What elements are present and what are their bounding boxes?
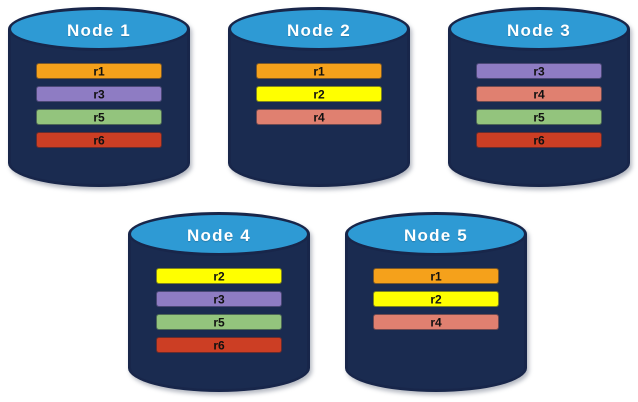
node-5-cylinder-body	[345, 234, 527, 392]
node-1-replica-list: r1 r3 r5 r6	[36, 63, 162, 148]
node-3-cylinder-body	[448, 29, 630, 187]
node-2-replica-r4[interactable]: r4	[256, 109, 382, 125]
node-3-replica-r5-label: r5	[533, 110, 545, 125]
node-3-cylinder-top: Node 3	[448, 7, 630, 51]
node-2-replica-r2-label: r2	[313, 87, 325, 102]
node-4-cylinder-body	[128, 234, 310, 392]
node-1-replica-r3[interactable]: r3	[36, 86, 162, 102]
node-1-label: Node 1	[67, 20, 131, 40]
node-3-cylinder: Node 3	[448, 7, 630, 187]
node-4-replica-r2[interactable]: r2	[156, 268, 282, 284]
node-2-replica-list: r1 r2 r4	[256, 63, 382, 125]
node-5-cylinder-top: Node 5	[345, 212, 527, 256]
node-5-replica-r1-label: r1	[430, 269, 442, 284]
node-1-replica-r5-label: r5	[93, 110, 105, 125]
node-2-cylinder-body	[228, 29, 410, 187]
node-1-replica-r1[interactable]: r1	[36, 63, 162, 79]
node-3-replica-r4[interactable]: r4	[476, 86, 602, 102]
node-1-replica-r5[interactable]: r5	[36, 109, 162, 125]
node-1-cylinder: Node 1	[8, 7, 190, 187]
node-1-cylinder-body	[8, 29, 190, 187]
node-2-replica-r1-label: r1	[313, 64, 325, 79]
node-2-replica-r2[interactable]: r2	[256, 86, 382, 102]
node-1[interactable]: Node 1 r1 r3 r5 r6	[8, 7, 190, 187]
node-3[interactable]: Node 3 r3 r4 r5 r6	[448, 7, 630, 187]
node-2-replica-r4-label: r4	[313, 110, 325, 125]
node-4-replica-r6[interactable]: r6	[156, 337, 282, 353]
node-2-cylinder-top: Node 2	[228, 7, 410, 51]
node-5-replica-r2[interactable]: r2	[373, 291, 499, 307]
node-4-label: Node 4	[187, 225, 251, 245]
node-3-replica-r6[interactable]: r6	[476, 132, 602, 148]
node-2-label: Node 2	[287, 20, 351, 40]
node-5-replica-r2-label: r2	[430, 292, 442, 307]
node-4-replica-r2-label: r2	[213, 269, 225, 284]
node-3-replica-r4-label: r4	[533, 87, 545, 102]
node-4-replica-r5-label: r5	[213, 315, 225, 330]
node-3-replica-r6-label: r6	[533, 133, 545, 148]
node-5-replica-r1[interactable]: r1	[373, 268, 499, 284]
node-1-cylinder-top: Node 1	[8, 7, 190, 51]
node-1-replica-r3-label: r3	[93, 87, 105, 102]
node-5[interactable]: Node 5 r1 r2 r4	[345, 212, 527, 392]
node-4-cylinder-top: Node 4	[128, 212, 310, 256]
node-5-replica-list: r1 r2 r4	[373, 268, 499, 330]
node-2-cylinder: Node 2	[228, 7, 410, 187]
node-2-replica-r1[interactable]: r1	[256, 63, 382, 79]
node-4-replica-r3[interactable]: r3	[156, 291, 282, 307]
node-4-replica-r6-label: r6	[213, 338, 225, 353]
node-3-replica-list: r3 r4 r5 r6	[476, 63, 602, 148]
node-5-replica-r4[interactable]: r4	[373, 314, 499, 330]
node-5-cylinder: Node 5	[345, 212, 527, 392]
node-1-replica-r6[interactable]: r6	[36, 132, 162, 148]
node-5-label: Node 5	[404, 225, 468, 245]
node-4-cylinder: Node 4	[128, 212, 310, 392]
node-1-replica-r1-label: r1	[93, 64, 105, 79]
node-1-replica-r6-label: r6	[93, 133, 105, 148]
node-3-replica-r3-label: r3	[533, 64, 545, 79]
node-4-replica-list: r2 r3 r5 r6	[156, 268, 282, 353]
node-3-label: Node 3	[507, 20, 571, 40]
node-4-replica-r3-label: r3	[213, 292, 225, 307]
node-3-replica-r3[interactable]: r3	[476, 63, 602, 79]
node-4[interactable]: Node 4 r2 r3 r5 r6	[128, 212, 310, 392]
node-5-replica-r4-label: r4	[430, 315, 442, 330]
node-4-replica-r5[interactable]: r5	[156, 314, 282, 330]
node-2[interactable]: Node 2 r1 r2 r4	[228, 7, 410, 187]
node-3-replica-r5[interactable]: r5	[476, 109, 602, 125]
